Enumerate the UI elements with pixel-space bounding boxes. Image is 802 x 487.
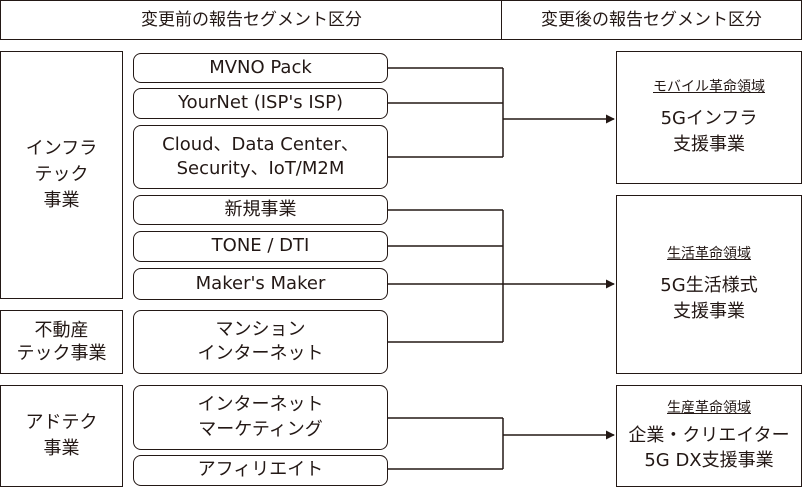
service-mvno: MVNO Pack [133, 53, 388, 83]
service-mansion: マンション インターネット [133, 310, 388, 374]
service-new-label: 新規事業 [224, 198, 297, 220]
segment-infra-label: インフラ テック 事業 [25, 137, 98, 212]
service-mvno-label: MVNO Pack [209, 56, 312, 78]
service-yournet-label: YourNet (ISP's ISP) [177, 92, 343, 114]
header-after-label: 変更後の報告セグメント区分 [541, 9, 762, 30]
service-affiliate-label: アフィリエイト [197, 459, 324, 481]
service-affiliate: アフィリエイト [133, 455, 388, 486]
service-cloud: Cloud、Data Center、 Security、IoT/M2M [133, 125, 388, 189]
service-new: 新規事業 [133, 195, 388, 225]
header-before: 変更前の報告セグメント区分 [0, 0, 503, 40]
service-tone-label: TONE / DTI [211, 235, 310, 257]
service-tone: TONE / DTI [133, 231, 388, 262]
service-maker: Maker's Maker [133, 268, 388, 300]
service-mansion-label: マンション インターネット [197, 318, 324, 364]
target-mobile: モバイル革命領域 5Gインフラ 支援事業 [616, 51, 802, 184]
header-before-label: 変更前の報告セグメント区分 [141, 9, 362, 30]
target-production-name: 企業・クリエイター 5G DX支援事業 [628, 424, 790, 472]
header-after: 変更後の報告セグメント区分 [501, 0, 802, 40]
target-production: 生産革命領域 企業・クリエイター 5G DX支援事業 [616, 385, 802, 487]
target-life: 生活革命領域 5G生活様式 支援事業 [616, 195, 802, 374]
service-maker-label: Maker's Maker [195, 272, 326, 294]
service-internet-marketing-label: インターネット マーケティング [197, 394, 324, 440]
service-cloud-label: Cloud、Data Center、 Security、IoT/M2M [162, 133, 359, 179]
target-life-name: 5G生活様式 支援事業 [660, 275, 758, 322]
segment-realestate-label: 不動産 テック事業 [16, 319, 107, 364]
service-yournet: YourNet (ISP's ISP) [133, 88, 388, 119]
segment-adtech-label: アドテク 事業 [25, 411, 98, 459]
segment-infra: インフラ テック 事業 [0, 51, 123, 299]
service-internet-marketing: インターネット マーケティング [133, 385, 388, 450]
target-mobile-name: 5Gインフラ 支援事業 [660, 108, 758, 155]
target-mobile-domain: モバイル革命領域 [653, 79, 765, 96]
target-life-domain: 生活革命領域 [667, 246, 751, 263]
segment-adtech: アドテク 事業 [0, 385, 123, 487]
target-production-domain: 生産革命領域 [667, 399, 751, 416]
segment-realestate: 不動産 テック事業 [0, 310, 123, 374]
